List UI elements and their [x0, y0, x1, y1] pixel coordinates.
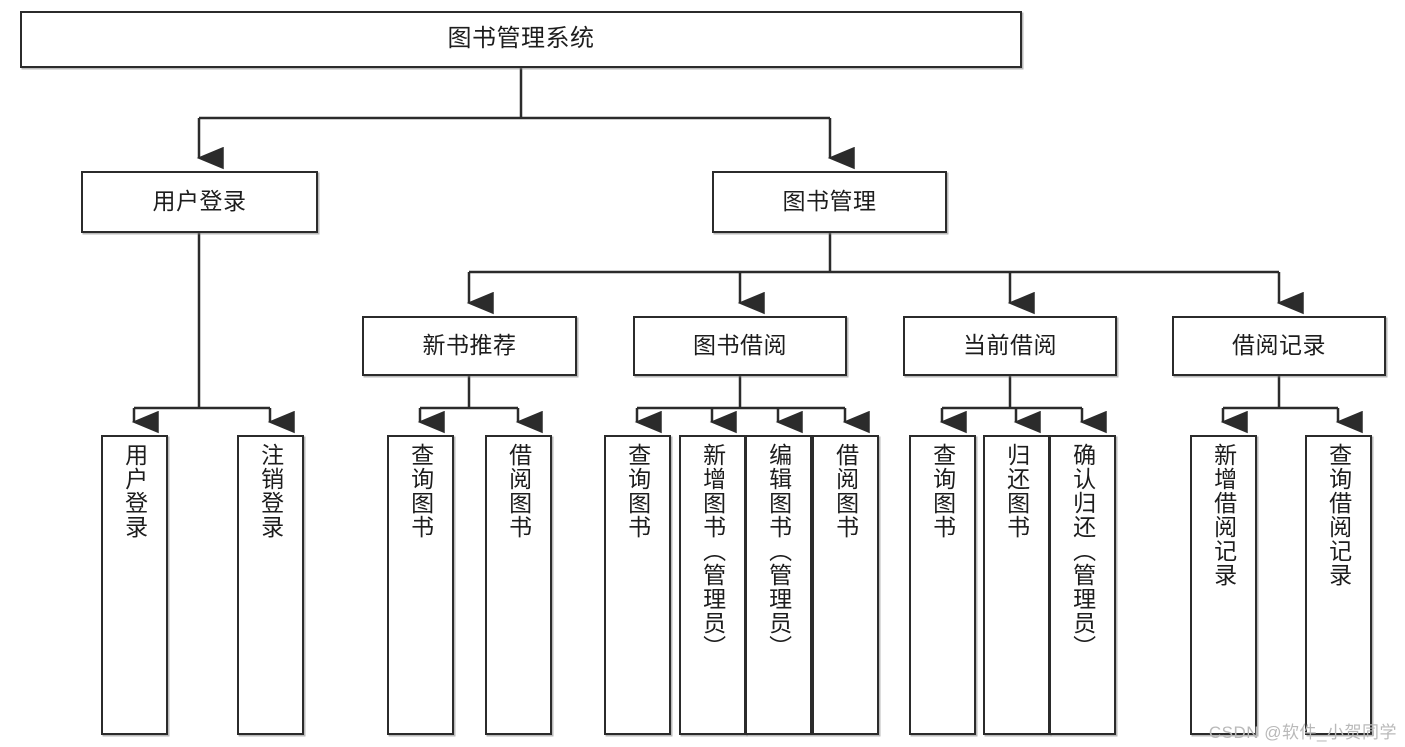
node-leaf-borrow-book-2-label: 借阅图书 [832, 443, 859, 539]
node-user-login[interactable]: 用户登录 [81, 171, 318, 233]
node-leaf-edit-book-label: 编辑图书（管理员） [765, 443, 792, 659]
node-leaf-edit-book[interactable]: 编辑图书（管理员） [745, 435, 812, 735]
node-leaf-confirm-return-label: 确认归还（管理员） [1069, 443, 1096, 659]
node-leaf-add-record-label: 新增借阅记录 [1210, 443, 1237, 587]
node-leaf-return-book-label: 归还图书 [1003, 443, 1030, 539]
node-leaf-query-book-1-label: 查询图书 [407, 443, 434, 539]
node-leaf-query-record[interactable]: 查询借阅记录 [1305, 435, 1372, 735]
node-leaf-query-book-3-label: 查询图书 [929, 443, 956, 539]
node-leaf-confirm-return[interactable]: 确认归还（管理员） [1049, 435, 1116, 735]
node-book-borrow-label: 图书借阅 [693, 332, 787, 359]
node-leaf-return-book[interactable]: 归还图书 [983, 435, 1050, 735]
node-leaf-user-logout[interactable]: 注销登录 [237, 435, 304, 735]
node-current-borrow-label: 当前借阅 [963, 332, 1057, 359]
node-leaf-query-book-2-label: 查询图书 [624, 443, 651, 539]
node-root[interactable]: 图书管理系统 [20, 11, 1022, 68]
node-leaf-user-login-label: 用户登录 [121, 443, 148, 539]
node-leaf-add-record[interactable]: 新增借阅记录 [1190, 435, 1257, 735]
node-borrow-record[interactable]: 借阅记录 [1172, 316, 1386, 376]
node-leaf-query-book-3[interactable]: 查询图书 [909, 435, 976, 735]
node-book-manage-label: 图书管理 [782, 188, 877, 215]
node-user-login-label: 用户登录 [152, 188, 247, 215]
node-leaf-user-login[interactable]: 用户登录 [101, 435, 168, 735]
node-leaf-user-logout-label: 注销登录 [257, 443, 284, 539]
node-leaf-borrow-book-1[interactable]: 借阅图书 [485, 435, 552, 735]
node-leaf-query-book-1[interactable]: 查询图书 [387, 435, 454, 735]
node-leaf-add-book[interactable]: 新增图书（管理员） [679, 435, 746, 735]
node-root-label: 图书管理系统 [447, 25, 595, 53]
node-leaf-add-book-label: 新增图书（管理员） [699, 443, 726, 659]
node-leaf-borrow-book-2[interactable]: 借阅图书 [812, 435, 879, 735]
node-book-manage[interactable]: 图书管理 [712, 171, 947, 233]
node-borrow-record-label: 借阅记录 [1232, 332, 1326, 359]
node-leaf-query-book-2[interactable]: 查询图书 [604, 435, 671, 735]
node-book-borrow[interactable]: 图书借阅 [633, 316, 847, 376]
node-leaf-borrow-book-1-label: 借阅图书 [505, 443, 532, 539]
node-current-borrow[interactable]: 当前借阅 [903, 316, 1117, 376]
node-new-book-recommend[interactable]: 新书推荐 [362, 316, 577, 376]
watermark-text: CSDN @软件_小贺同学 [1208, 723, 1397, 742]
node-leaf-query-record-label: 查询借阅记录 [1325, 443, 1352, 587]
node-new-book-recommend-label: 新书推荐 [422, 332, 517, 359]
